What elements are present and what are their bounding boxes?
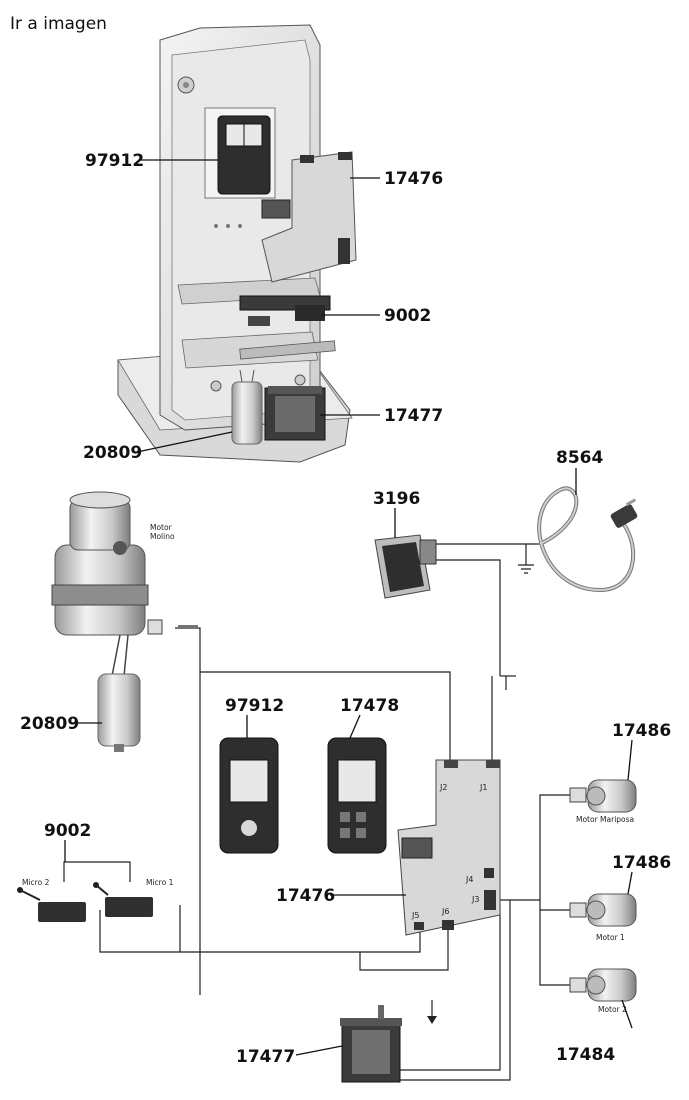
label-17484: 17484 [556,1045,615,1065]
label-17486-mid: 17486 [612,853,671,873]
label-8564: 8564 [556,448,603,468]
motor-mariposa: Motor Mariposa [569,779,637,824]
label-17476-top: 17476 [384,169,443,189]
label-20809-bottom: 20809 [20,714,79,734]
connector-j3-label: J3 [471,895,479,904]
connector-j5-label: J5 [411,911,419,920]
microswitch-2: Micro 2 [17,878,86,922]
label-20809-top: 20809 [83,443,142,463]
main-motor-label-line1: Motor [150,523,173,532]
capacitor-top [231,369,263,445]
main-motor: Motor Molino [51,491,175,677]
rocker-switch-3196 [374,534,437,599]
motor-mariposa-label: Motor Mariposa [576,815,634,824]
top-leader-lines [136,159,380,453]
display-97912 [219,737,279,854]
label-17476-bottom: 17476 [276,886,335,906]
control-board-top [261,151,357,283]
motor-1-label: Motor 1 [596,933,625,942]
label-3196: 3196 [373,489,420,509]
power-cord-8564 [537,486,638,593]
label-17486-top: 17486 [612,721,671,741]
connector-j2 [444,760,458,768]
motor-1: Motor 1 [569,893,637,942]
back-to-image-link[interactable]: Ir a imagen [10,14,107,34]
wiring [63,543,570,1081]
connector-j2-label: J2 [439,783,447,792]
microswitch-1: Micro 1 [93,878,174,917]
capacitor-bottom [97,673,141,752]
label-97912-bottom: 97912 [225,696,284,716]
control-board-bottom: J2 J1 J4 J3 J5 J6 [397,759,501,936]
transformer-bottom [340,1005,402,1083]
display-17478 [327,737,387,854]
microswitch-assembly-top [239,295,331,326]
part-number-labels: 97912 17476 9002 17477 20809 8564 3196 2… [20,151,671,1067]
label-9002-bottom: 9002 [44,821,91,841]
motor-2-label: Motor 2 [598,1005,627,1014]
connector-j1 [486,760,500,768]
label-17477-bottom: 17477 [236,1047,295,1067]
label-97912-top: 97912 [85,151,144,171]
label-17477-top: 17477 [384,406,443,426]
connector-j4-label: J4 [465,875,473,884]
micro-1-label: Micro 1 [146,878,174,887]
label-9002-top: 9002 [384,306,431,326]
micro-2-label: Micro 2 [22,878,50,887]
motor-2: Motor 2 [569,968,637,1014]
main-motor-label-line2: Molino [150,532,175,541]
bottom-leader-lines [64,468,633,1056]
display-module-top [204,107,276,199]
transformer-top [264,386,326,441]
label-17478: 17478 [340,696,399,716]
connector-j6-label: J6 [441,907,449,916]
connector-j1-label: J1 [479,783,487,792]
